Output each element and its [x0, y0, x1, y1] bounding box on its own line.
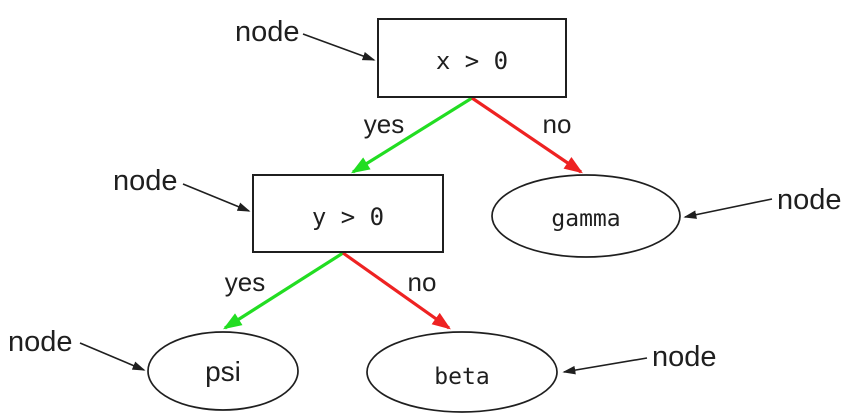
annotation-root-arrow [302, 33, 376, 61]
node-beta: beta [366, 331, 558, 413]
annotation-beta-label: node [652, 341, 717, 373]
annotation-gamma: node [683, 184, 842, 219]
node-branch: y > 0 [252, 174, 444, 253]
node-psi-ellipse [147, 331, 299, 411]
annotation-branch-label: node [113, 165, 178, 197]
node-gamma-label: gamma [551, 206, 620, 232]
node-beta-label: beta [434, 364, 489, 390]
annotation-beta: node [562, 341, 717, 375]
edge-branch-yes-line [223, 251, 344, 330]
annotation-root: node [235, 16, 376, 61]
annotation-psi-arrow [79, 342, 146, 371]
node-beta-ellipse [366, 331, 558, 413]
annotation-gamma-arrow [683, 198, 773, 219]
node-gamma-ellipse [491, 174, 681, 258]
node-root: x > 0 [377, 18, 567, 98]
edge-root-no-label: no [543, 109, 572, 139]
node-root-box [377, 18, 567, 98]
edge-branch-no-label: no [408, 267, 437, 297]
edge-branch-no: no [342, 251, 451, 330]
edge-root-no-line [471, 96, 583, 174]
annotation-psi: node [8, 326, 146, 371]
edge-root-no: no [471, 96, 583, 174]
annotation-root-label: node [235, 16, 300, 48]
edge-root-yes: yes [351, 96, 473, 174]
node-psi: psi [147, 331, 299, 411]
edge-root-yes-line [351, 96, 473, 174]
edge-root-yes-label: yes [364, 109, 404, 139]
annotation-psi-label: node [8, 326, 73, 358]
edge-branch-yes: yes [223, 251, 344, 330]
node-gamma: gamma [491, 174, 681, 258]
annotation-gamma-label: node [777, 184, 842, 216]
annotation-branch-arrow [182, 183, 251, 212]
node-branch-label: y > 0 [312, 203, 384, 231]
node-branch-box [252, 174, 444, 253]
node-root-label: x > 0 [436, 47, 508, 75]
annotation-branch: node [113, 165, 251, 212]
node-psi-label: psi [205, 356, 241, 387]
edge-branch-no-line [342, 251, 451, 330]
annotation-beta-arrow [562, 357, 648, 375]
edge-branch-yes-label: yes [225, 267, 265, 297]
